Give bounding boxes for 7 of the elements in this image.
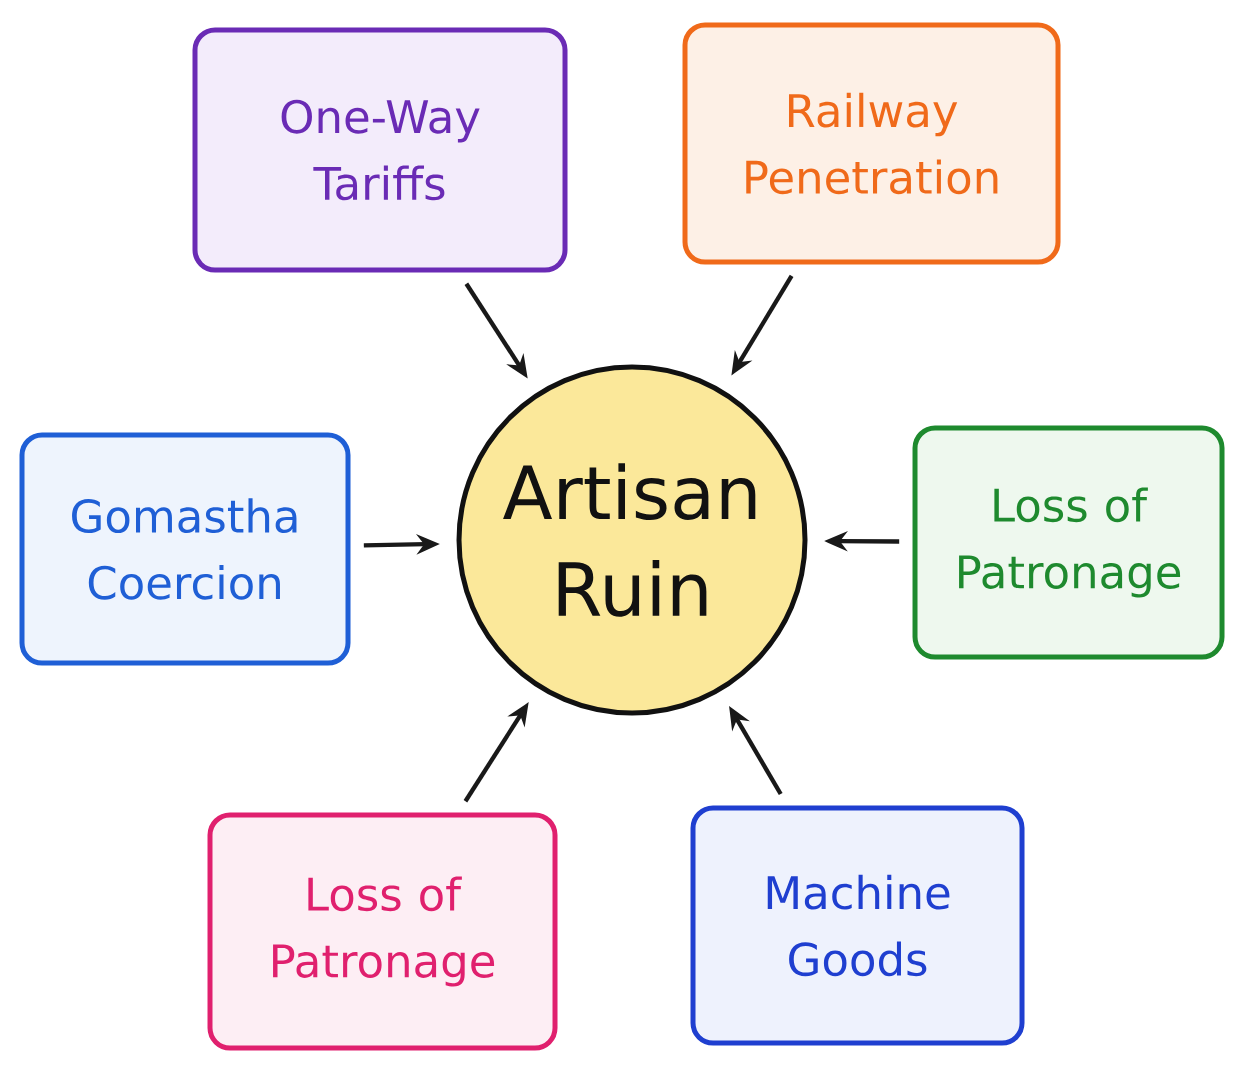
cause-box: Gomastha Coercion xyxy=(19,432,351,666)
cause-box: Railway Penetration xyxy=(682,22,1061,265)
cause-box: Loss of Patronage xyxy=(207,812,558,1051)
cause-box: Loss of Patronage xyxy=(912,425,1225,660)
cause-box: Machine Goods xyxy=(690,805,1025,1046)
circle-node: Artisan Ruin xyxy=(456,364,808,716)
cause-box: One-Way Tariffs xyxy=(192,27,568,273)
